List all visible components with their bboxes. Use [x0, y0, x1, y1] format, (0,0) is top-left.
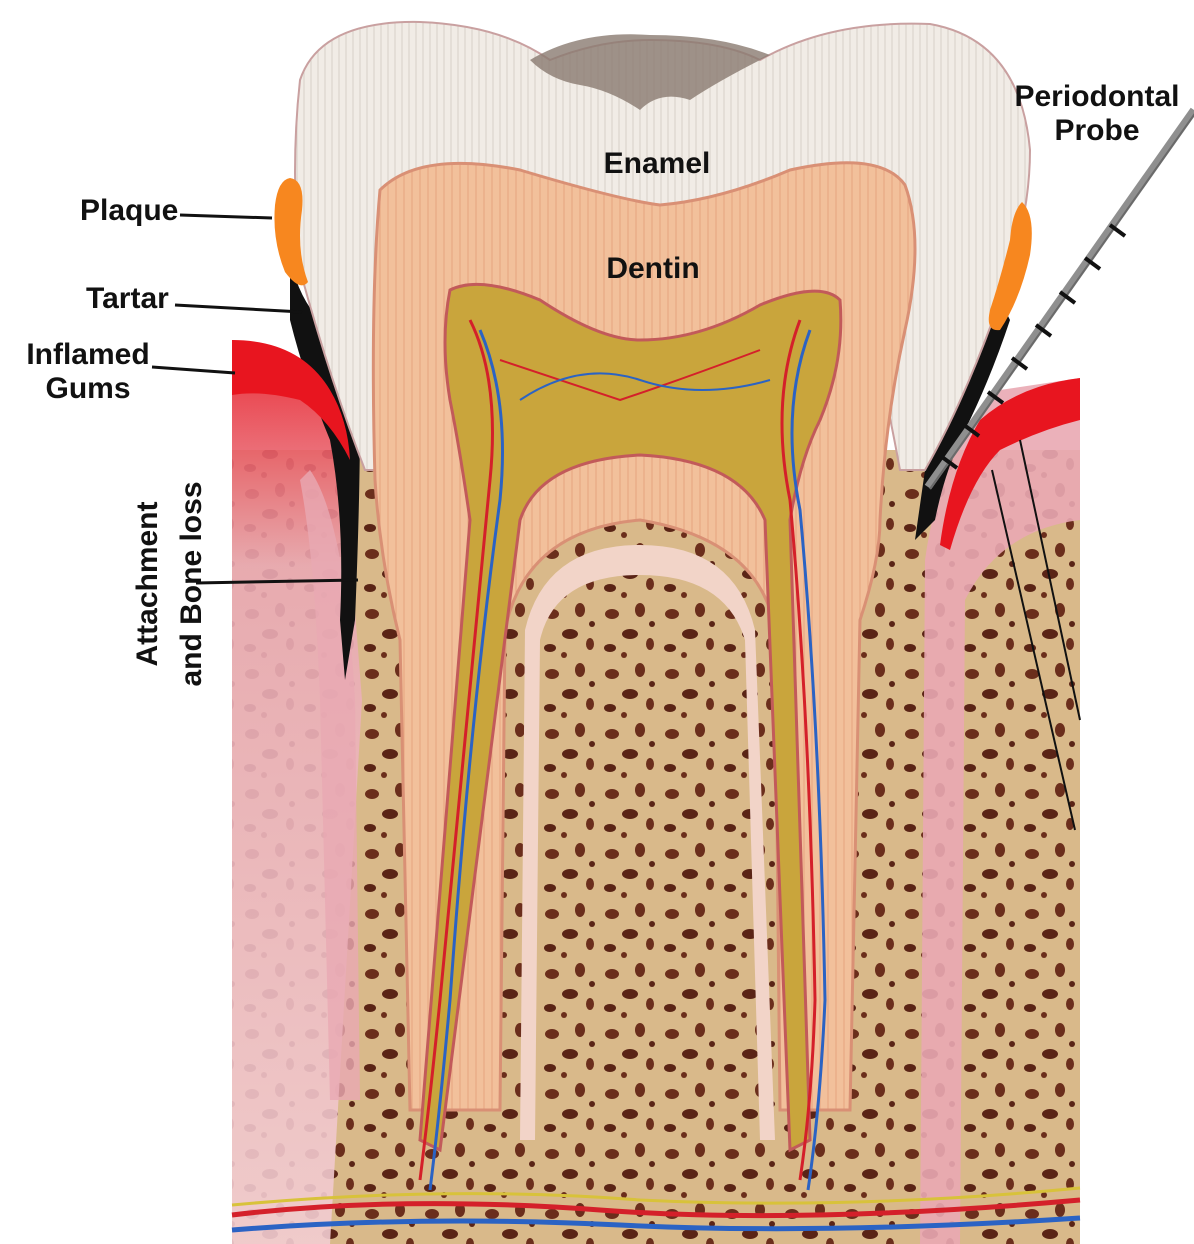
periodontal-probe-label-line1: Periodontal [1002, 80, 1192, 114]
inflamed-gums-label: Inflamed Gums [8, 338, 168, 406]
inflamed-gums-label-line2: Gums [8, 372, 168, 406]
attachment-bone-loss-label: Attachment and Bone loss [126, 469, 214, 699]
tartar-label: Tartar [86, 282, 169, 316]
attachment-bone-loss-label-line2: and Bone loss [170, 469, 214, 699]
attachment-bone-loss-label-line1: Attachment [126, 469, 170, 699]
inflamed-gums-label-line1: Inflamed [8, 338, 168, 372]
enamel-label: Enamel [582, 147, 732, 181]
tartar-leader-line [175, 305, 302, 312]
plaque-leader-line [180, 215, 272, 218]
plaque-label: Plaque [80, 194, 178, 228]
periodontal-probe-label-line2: Probe [1002, 114, 1192, 148]
periodontal-probe-label: Periodontal Probe [1002, 80, 1192, 148]
inter-root-bone [530, 560, 760, 1140]
dentin-label: Dentin [578, 252, 728, 286]
